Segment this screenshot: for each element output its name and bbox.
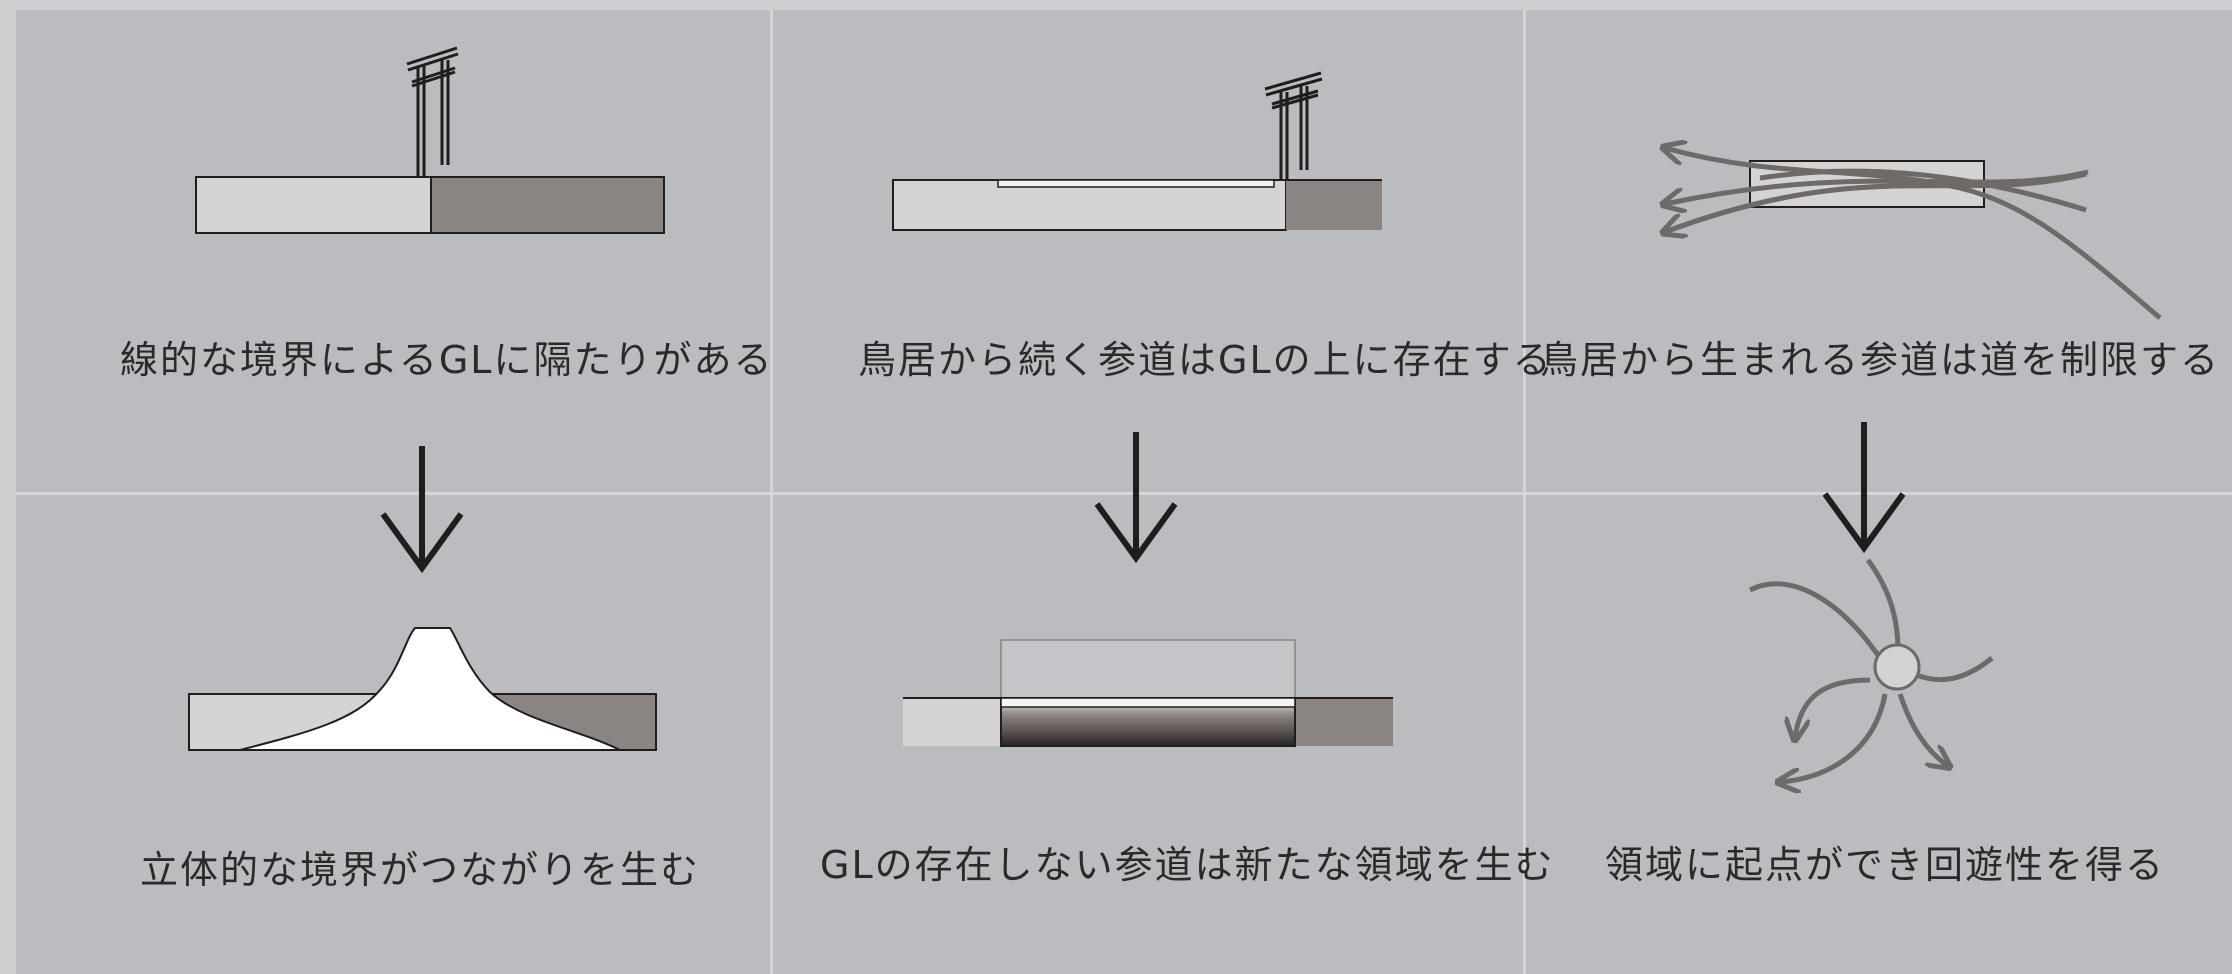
caption-three-dimensional-boundary: 立体的な境界がつながりを生む [139, 848, 700, 892]
approach-path-slab [1000, 697, 1296, 708]
radiating-path [1913, 656, 1994, 683]
mound-shape [239, 627, 621, 751]
light-ground-block [903, 698, 1001, 746]
ground-section-approach-on-gl [892, 179, 1382, 231]
curved-path-line [1759, 168, 2087, 213]
torii-gate-icon [1264, 71, 1323, 180]
down-arrow-icon [380, 446, 464, 574]
caption-approach-on-gl: 鳥居から続く参道はGLの上に存在する [858, 338, 1553, 382]
dark-ground-block [1286, 180, 1382, 230]
origin-point [1873, 643, 1921, 691]
caption-new-domain: GLの存在しない参道は新たな領域を生む [820, 843, 1555, 887]
radiating-arrow [1780, 693, 1888, 782]
curved-path-line [1664, 171, 2087, 235]
torii-gate-icon [406, 46, 459, 177]
dark-ground-block [430, 176, 665, 234]
grid-divider-horizontal [16, 492, 2232, 495]
light-ground-block [892, 179, 1287, 231]
restricted-path-diagram [1664, 148, 2162, 320]
down-arrow-icon [1094, 432, 1178, 564]
light-ground-block [195, 176, 432, 234]
three-dimensional-boundary-diagram [188, 627, 657, 751]
upper-void [1000, 639, 1296, 699]
approach-path-slab [997, 179, 1275, 188]
radiating-path [1748, 581, 1883, 660]
radiating-arrow [1795, 677, 1871, 738]
circulation-origin-diagram [1748, 558, 1994, 782]
ground-section-linear-boundary [195, 176, 665, 234]
caption-circulation-origin: 領域に起点ができ回遊性を得る [1604, 843, 2165, 887]
down-arrow-icon [1822, 422, 1906, 554]
dark-ground-block [1295, 698, 1393, 746]
new-domain-diagram [903, 639, 1393, 747]
radiating-arrow [1897, 693, 1948, 766]
caption-restricted-path: 鳥居から生まれる参道は道を制限する [1539, 338, 2220, 382]
caption-linear-boundary: 線的な境界によるGLに隔たりがある [120, 338, 774, 382]
